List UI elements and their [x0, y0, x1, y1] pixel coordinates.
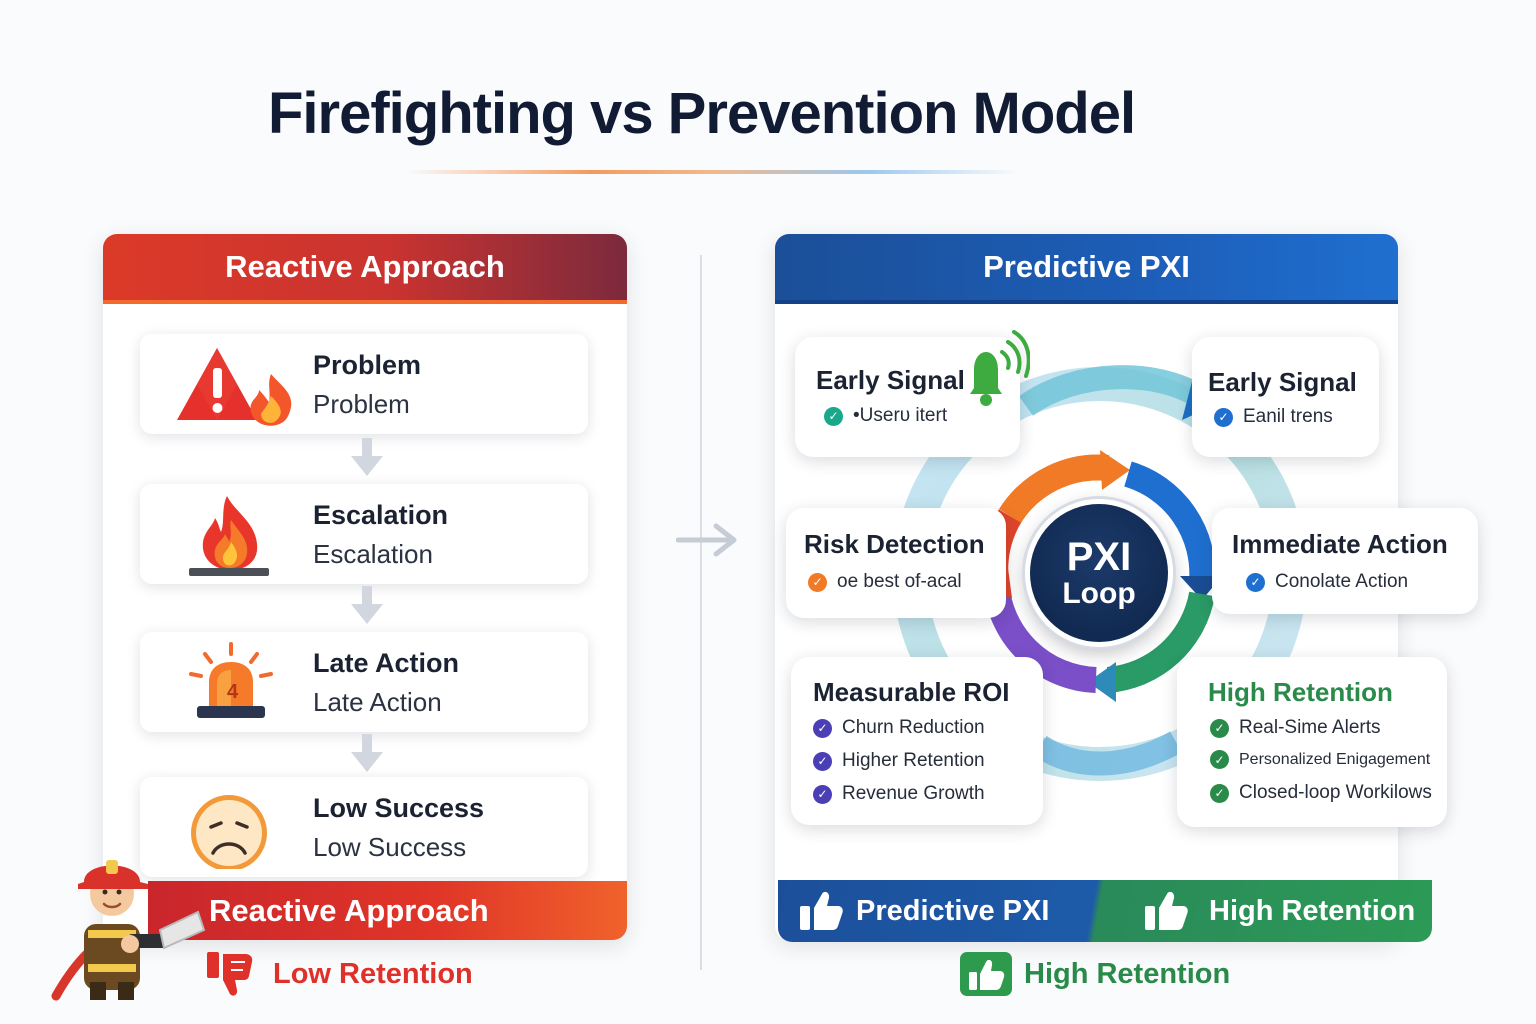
center-divider: [700, 255, 702, 970]
node-title: Measurable ROI: [813, 677, 1010, 707]
step-subtitle: Late Action: [313, 687, 442, 717]
bell-signal-icon: [970, 330, 1030, 406]
pxi-core-title: PXI: [1066, 535, 1132, 580]
node-title: Early Signal: [1208, 367, 1357, 397]
node-item-text: Closed-loop Workilows: [1239, 782, 1432, 803]
warning-fire-icon: [177, 348, 292, 426]
footer-predictive-label: Predictive PXI: [856, 894, 1050, 927]
node-item-text: Real-Sime Alerts: [1239, 717, 1381, 738]
node-measurable-roi: Measurable ROI ✓ Churn Reduction ✓ Highe…: [791, 657, 1043, 825]
node-item-text: Higher Retention: [842, 750, 985, 771]
step-subtitle: Low Success: [313, 832, 467, 862]
sad-face-icon: [191, 795, 267, 869]
node-item: ✓ Revenue Growth: [813, 783, 985, 805]
check-icon: ✓: [1210, 783, 1229, 803]
arrow-down-icon: [351, 734, 383, 772]
footer-retention-label: High Retention: [1209, 894, 1416, 927]
node-item: ✓ Personalized Enigagement: [1210, 750, 1430, 769]
step-card-low-success: Low Success Low Success: [140, 777, 588, 877]
node-immediate-action: Immediate Action ✓ Conolate Action: [1212, 508, 1478, 614]
inner-arrowhead-orange: [1100, 450, 1130, 490]
inner-segment-green: [1106, 591, 1215, 693]
step-card-escalation: Escalation Escalation: [140, 484, 588, 584]
step-card-late-action: 4 Late Action Late Action: [140, 632, 588, 732]
flame-icon: [189, 496, 269, 576]
node-item-text: Conolate Action: [1275, 571, 1409, 592]
step-title: Problem: [313, 350, 422, 380]
thumbs-up-icon: [1145, 891, 1188, 930]
reactive-panel: Reactive Approach Problem Problem Escala…: [103, 234, 627, 940]
pxi-loop-core: PXI Loop: [1025, 499, 1173, 647]
step-subtitle: Problem: [313, 389, 410, 419]
high-retention-outcome: High Retention: [960, 952, 1230, 996]
node-item: ✓ Higher Retention: [813, 750, 985, 772]
pxi-core-subtitle: Loop: [1062, 577, 1136, 611]
node-item: ✓ Real-Sime Alerts: [1210, 717, 1381, 739]
check-icon: ✓: [824, 406, 843, 426]
title-underline: [405, 170, 1020, 174]
thumbs-up-icon: [800, 891, 843, 930]
arrow-down-icon: [351, 438, 383, 476]
low-retention-outcome: Low Retention: [205, 950, 473, 998]
thumbs-down-icon: [207, 952, 253, 996]
check-icon: ✓: [813, 784, 832, 804]
alarm-siren-icon: 4: [189, 642, 273, 718]
node-high-retention: High Retention ✓ Real-Sime Alerts ✓ Pers…: [1177, 657, 1447, 827]
check-icon: ✓: [1210, 718, 1229, 738]
node-item-text: Churn Reduction: [842, 717, 985, 738]
arrow-down-icon: [351, 586, 383, 624]
node-item: ✓ oe best of-acal: [808, 571, 962, 593]
page-title: Firefighting vs Prevention Model: [268, 81, 1136, 146]
outer-arrow-bottom: [1033, 731, 1182, 776]
check-icon: ✓: [813, 718, 832, 738]
inner-arrowhead-green: [1088, 662, 1116, 702]
step-subtitle: Escalation: [313, 539, 433, 569]
step-title: Escalation: [313, 500, 449, 530]
check-icon: ✓: [1214, 407, 1233, 427]
step-title: Late Action: [313, 648, 460, 678]
svg-text:4: 4: [227, 681, 239, 703]
node-early-signal-right: Early Signal ✓ Eanil trens: [1192, 337, 1379, 457]
check-icon: ✓: [1246, 572, 1265, 592]
predictive-header: Predictive PXI: [775, 234, 1398, 304]
node-item-text: oe best of-acal: [837, 571, 962, 592]
high-retention-label: High Retention: [1024, 957, 1231, 990]
node-title: High Retention: [1208, 677, 1393, 707]
low-retention-label: Low Retention: [273, 957, 473, 990]
reactive-footer-banner: Reactive Approach: [148, 881, 627, 940]
node-item: ✓ Eanil trens: [1214, 406, 1333, 428]
node-item: ✓ Conolate Action: [1246, 571, 1408, 593]
check-icon: ✓: [813, 751, 832, 771]
arrow-right-icon: [676, 523, 737, 557]
thumbs-up-badge-icon: [960, 952, 1012, 996]
inner-segment-blue: [1123, 461, 1216, 584]
node-title: Early Signal: [816, 365, 965, 395]
predictive-footer-banner: Predictive PXI High Retention: [778, 880, 1432, 942]
reactive-header: Reactive Approach: [103, 234, 627, 304]
inner-segment-orange: [999, 454, 1110, 524]
check-icon: ✓: [1210, 750, 1229, 769]
footer-retention: High Retention: [1143, 890, 1415, 932]
footer-predictive: Predictive PXI: [798, 890, 1049, 932]
node-item-text: •Userυ itert: [853, 405, 948, 426]
step-card-problem: Problem Problem: [140, 334, 588, 434]
node-item-text: Revenue Growth: [842, 783, 985, 804]
node-risk-detection: Risk Detection ✓ oe best of-acal: [786, 508, 1006, 618]
node-title: Risk Detection: [804, 529, 985, 559]
inner-arrowhead-blue: [1180, 576, 1222, 600]
node-item: ✓ •Userυ itert: [824, 405, 947, 427]
node-item: ✓ Churn Reduction: [813, 717, 985, 739]
node-item-text: Eanil trens: [1243, 406, 1333, 427]
firefighter-icon: [51, 860, 206, 1001]
step-title: Low Success: [313, 793, 485, 823]
node-item: ✓ Closed-loop Workilows: [1210, 782, 1432, 804]
check-icon: ✓: [808, 572, 827, 592]
outer-arrow-top: [1018, 365, 1209, 416]
node-title: Immediate Action: [1232, 529, 1448, 559]
node-item-text: Personalized Enigagement: [1239, 750, 1431, 768]
